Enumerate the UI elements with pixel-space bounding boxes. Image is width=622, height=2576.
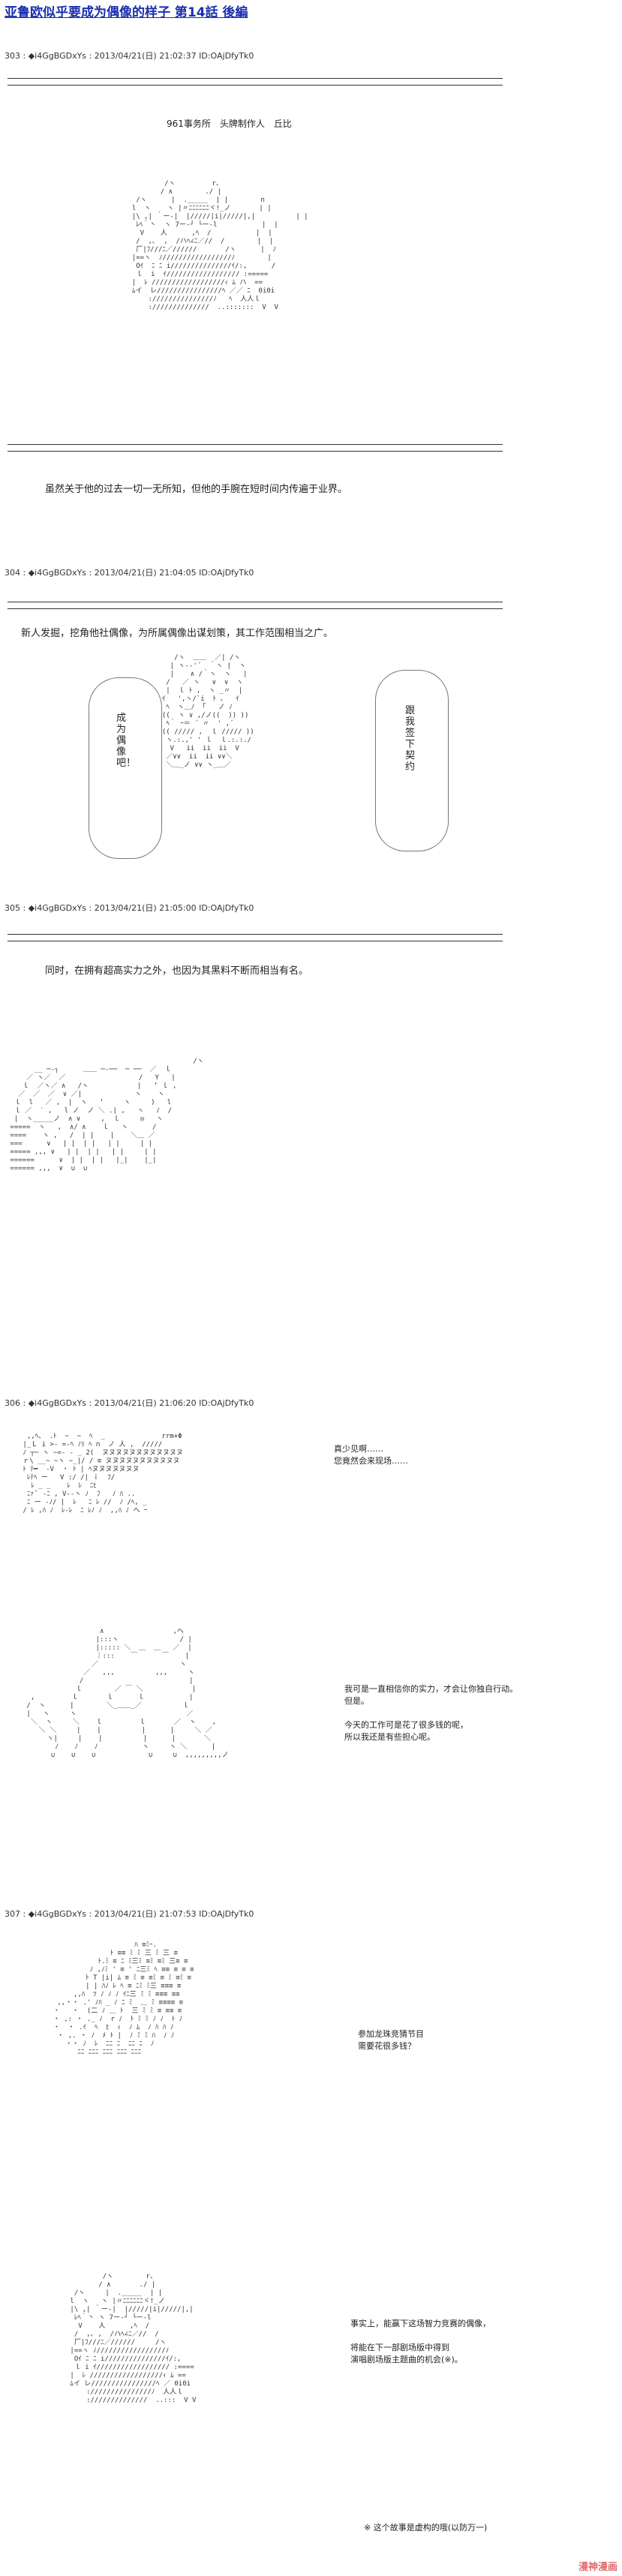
speech-bubble-left — [89, 677, 162, 859]
speech-bubble-right — [375, 670, 449, 851]
bubble-text-left: 成为偶像吧！ — [116, 713, 137, 769]
speech-306b-1: 我可是一直相信你的实力，才会让你独自行动。 — [344, 1684, 518, 1694]
ascii-art-crowd-2: ﾊ ≡ﾐｰ. ﾄ ≡≡ ﾐ ﾐ 三 ﾐ 三 ≡ ﾄ.ﾐ ≡ ﾆ ﾐ三ﾐ ≡ﾐ ≡… — [53, 1941, 194, 2056]
ascii-art-kyubey-large: ∧ ,ヘ |:::ヽ / | |::::: ＼ ＿ ＿ ／ | ｜::: ￣ ￣… — [26, 1628, 229, 1759]
post-header-306: 306 : ◆i4GgBGDxYs : 2013/04/21(日) 21:06:… — [5, 1398, 254, 1408]
ascii-art-kyubey-sunglasses-2: /ヽ r、 / ∧ ./ | /ヽ | ._____ | | l ヽ ヽ |〃ﾆ… — [70, 2273, 197, 2404]
frame-bar — [8, 444, 503, 452]
frame-bar — [8, 78, 503, 86]
watermark-logo: 漫神漫画 — [578, 2562, 617, 2573]
post-header-305: 305 : ◆i4GgBGDxYs : 2013/04/21(日) 21:05:… — [5, 903, 254, 913]
ascii-art-crowd: ,,ﾍ、 .ﾄ ~ ~ ﾍ _ rrm+Φ |_Ｌ i >- =‐ﾍ ﾉﾘ ﾍ … — [23, 1433, 184, 1515]
narration-3: 同时，在拥有超高实力之外，也因为其黑料不断而相当有名。 — [45, 965, 309, 977]
page-title: 亚鲁欧似乎要成为偶像的样子 第14話 後編 — [5, 5, 248, 20]
frame-bar — [8, 934, 503, 941]
speech-307a-1: 参加龙珠竞猜节目 — [358, 2029, 424, 2039]
post-header-304: 304 : ◆i4GgBGDxYs : 2013/04/21(日) 21:04:… — [5, 568, 254, 578]
speech-306b-3: 今天的工作可是花了很多钱的呢， — [344, 1720, 468, 1730]
speech-307b-3: 演唱剧场版主题曲的机会(※)。 — [350, 2355, 463, 2364]
speech-306b-4: 所以我还是有些担心呢。 — [344, 1732, 435, 1742]
ascii-art-kyubey-umbrella: /ヽ __ ─‐┐ ＿＿ ─‐── ─ ── ／ ｌ ／ ヽ／ ／ / Y | … — [10, 1058, 204, 1172]
ascii-art-kyubey-sunglasses: /ヽ r、 / ∧ ./ | /ヽ | ._____ | | ∩ l ヽ ヽ |… — [131, 180, 308, 311]
speech-306a-1: 真少见啊…… — [334, 1444, 383, 1454]
ascii-art-kyubey-contract: /ヽ ＿＿ ／| /ヽ | ヽ-‐'´ ｀ヽ | ヽ | ∧ /｀ヽ ヽ | /… — [161, 654, 254, 769]
narration-1: 虽然关于他的过去一切一无所知，但他的手腕在短时间内传遍于业界。 — [45, 484, 348, 495]
post-header-303: 303 : ◆i4GgBGDxYs : 2013/04/21(日) 21:02:… — [5, 51, 254, 61]
note-307: ※ 这个故事是虚构的哦(以防万一) — [364, 2523, 488, 2532]
speech-306b-2: 但是。 — [344, 1696, 369, 1706]
narration-2: 新人发掘，挖角他社偶像，为所属偶像出谋划策，其工作范围相当之广。 — [21, 628, 334, 639]
speech-307b-1: 事实上，能赢下这场智力竞赛的偶像， — [350, 2319, 491, 2328]
speech-307a-2: 需要花很多钱？ — [358, 2041, 416, 2051]
caption-961: 961事务所 头牌制作人 丘比 — [167, 119, 292, 129]
bubble-text-right: 跟我签下契约 — [405, 705, 416, 773]
speech-307b-2: 将能在下一部剧场版中得到 — [350, 2343, 449, 2352]
speech-306a-2: 您竟然会来现场…… — [334, 1456, 408, 1466]
post-header-307: 307 : ◆i4GgBGDxYs : 2013/04/21(日) 21:07:… — [5, 1909, 254, 1919]
frame-bar — [8, 602, 503, 609]
